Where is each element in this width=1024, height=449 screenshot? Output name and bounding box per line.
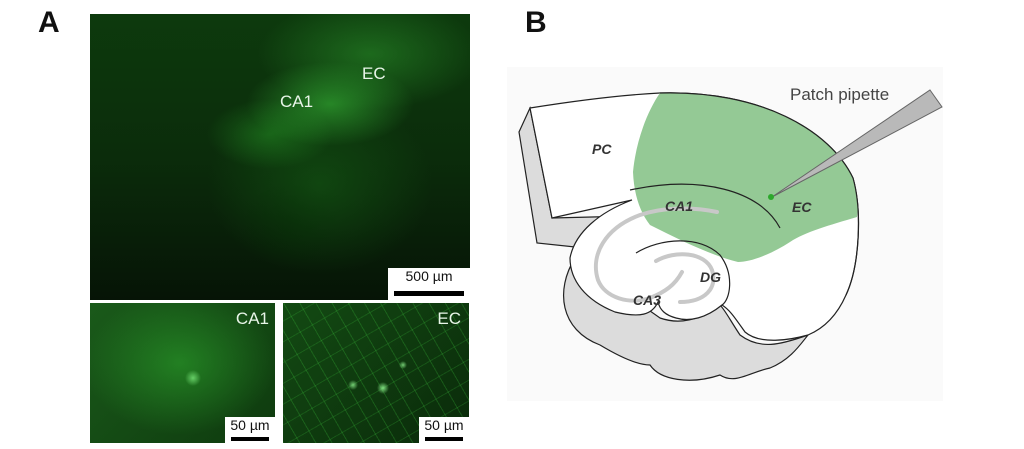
ca1-inset-label: CA1 xyxy=(235,309,269,328)
scale-bar-50um-ec: 50 µm xyxy=(419,417,469,443)
scale-bar-line xyxy=(425,437,463,441)
scale-bar-line xyxy=(394,291,464,296)
patch-pipette[interactable] xyxy=(771,89,943,198)
scale-bar-label: 50 µm xyxy=(424,417,464,433)
scale-bar-50um-ca1: 50 µm xyxy=(225,417,275,443)
ec-label: EC xyxy=(362,64,386,83)
hippocampus-overview-image: CA1 EC 500 µm xyxy=(90,14,470,300)
ca1-diagram-label: CA1 xyxy=(665,198,693,214)
slice-top-edge xyxy=(659,92,860,296)
scale-bar-label: 50 µm xyxy=(230,417,270,433)
hippocampus-outer-arc xyxy=(629,183,781,229)
pyramidal-cell-layer xyxy=(593,206,719,303)
scale-bar-line xyxy=(231,437,269,441)
ca3-label: CA3 xyxy=(633,292,661,308)
scale-bar-label: 500 µm xyxy=(405,268,453,284)
dentate-outer-edge xyxy=(635,240,731,306)
hippocampus-underside xyxy=(562,257,810,381)
panel-b-label: B xyxy=(525,6,547,39)
ec-inset-label: EC xyxy=(437,309,461,328)
ca1-inset-image: CA1 50 µm xyxy=(90,303,275,443)
pc-label: PC xyxy=(592,141,612,157)
granule-cell-layer xyxy=(654,252,716,304)
dg-label: DG xyxy=(700,269,721,285)
ec-green-region xyxy=(633,92,858,262)
ec-inset-image: EC 50 µm xyxy=(283,303,469,443)
patched-neuron xyxy=(768,194,774,200)
ca1-label: CA1 xyxy=(280,92,314,111)
scale-bar-500um: 500 µm xyxy=(388,268,470,300)
patch-pipette-label: Patch pipette xyxy=(790,85,889,104)
ec-diagram-label: EC xyxy=(792,199,812,215)
panel-a-label: A xyxy=(38,6,60,39)
